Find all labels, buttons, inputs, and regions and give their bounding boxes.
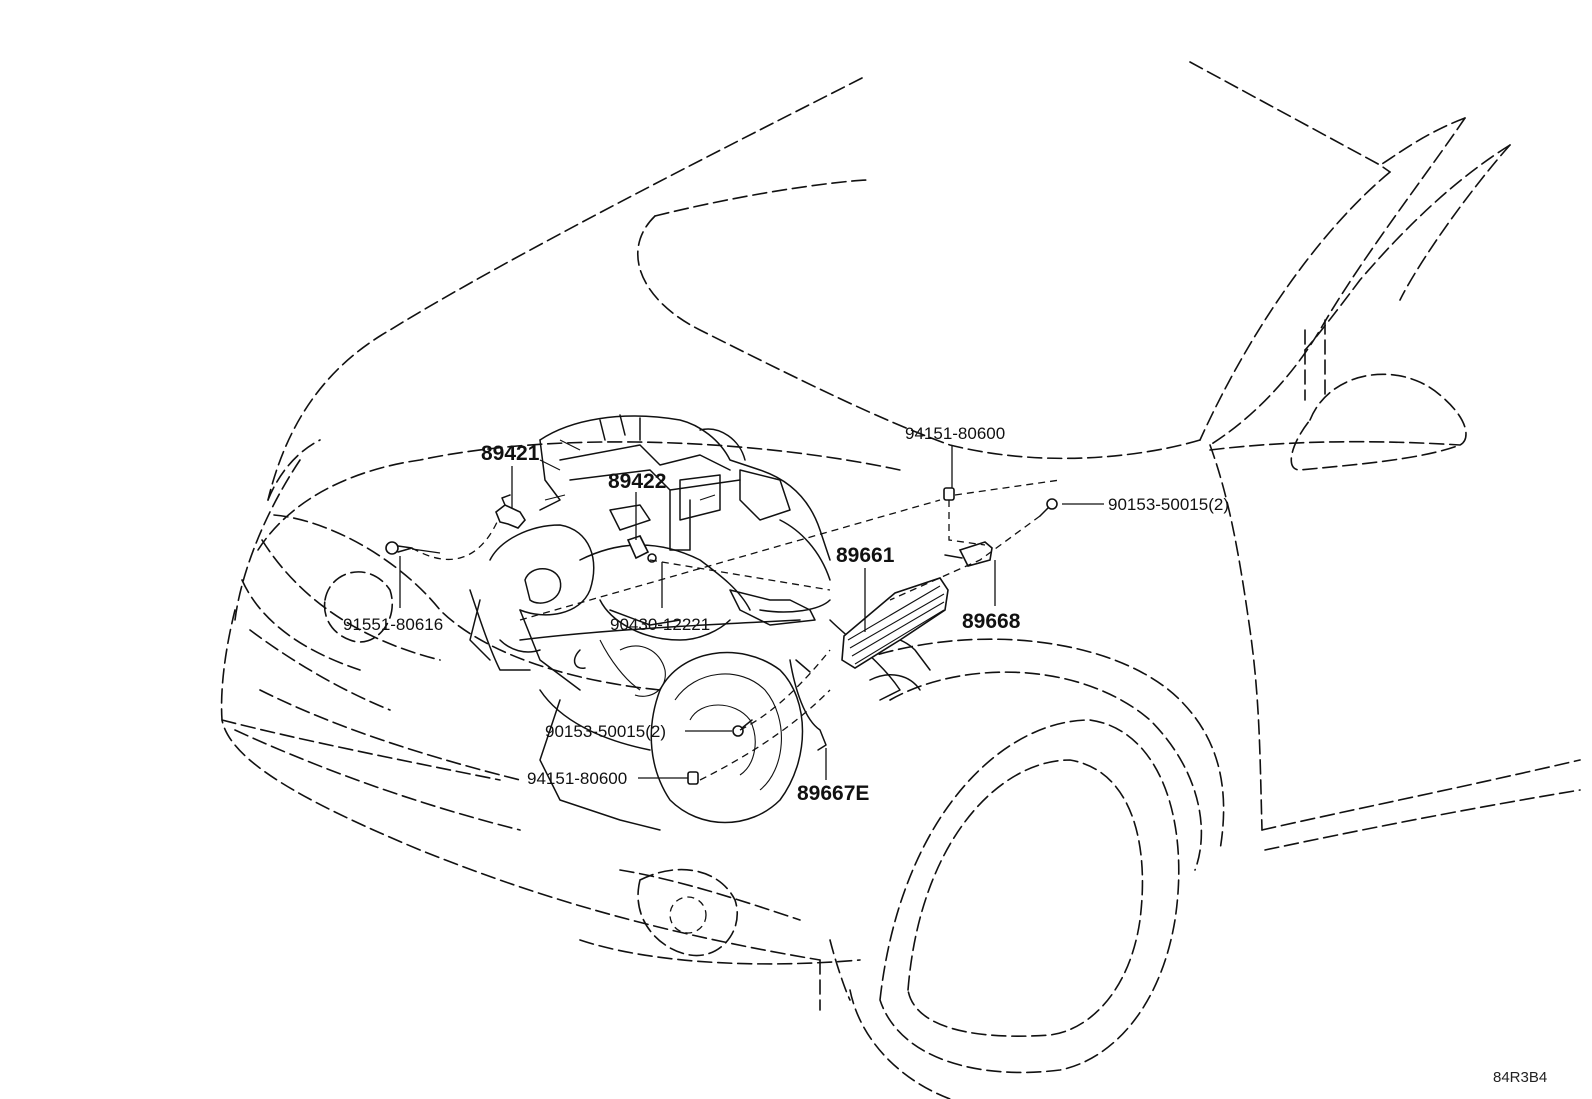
vehicle-body-outline <box>220 61 1581 1099</box>
label-90430-12221[interactable]: 90430-12221 <box>610 615 710 634</box>
part-89667E-bracket <box>789 659 827 751</box>
label-90153-50015-bottom[interactable]: 90153-50015(2) <box>545 722 666 741</box>
label-94151-80600-bottom[interactable]: 94151-80600 <box>527 769 627 788</box>
leader-lines <box>399 446 1104 780</box>
part-94151-nut-top <box>943 487 955 501</box>
label-89661[interactable]: 89661 <box>836 544 895 567</box>
label-94151-80600-top[interactable]: 94151-80600 <box>905 424 1005 443</box>
part-labels: 89421 89422 94151-80600 90153-50015(2) 8… <box>343 424 1229 805</box>
label-89668[interactable]: 89668 <box>962 610 1021 633</box>
label-91551-80616[interactable]: 91551-80616 <box>343 615 443 634</box>
label-89422[interactable]: 89422 <box>608 470 666 493</box>
part-94151-nut-bottom <box>687 771 699 785</box>
part-89668-bracket <box>944 541 993 567</box>
part-90153-bolt-bottom <box>732 719 753 737</box>
part-89422-sensor <box>626 535 650 560</box>
label-90153-50015-top[interactable]: 90153-50015(2) <box>1108 495 1229 514</box>
assembly-guide-lines <box>411 479 1061 781</box>
part-89661-ecu <box>841 577 949 669</box>
diagram-code: 84R3B4 <box>1493 1069 1547 1086</box>
engine-assembly <box>469 414 931 831</box>
part-90153-bolt-top <box>1039 498 1058 517</box>
label-89667E[interactable]: 89667E <box>797 782 869 805</box>
part-89421-sensor <box>495 494 526 529</box>
label-89421[interactable]: 89421 <box>481 442 540 465</box>
part-91551-bolt <box>385 541 441 555</box>
